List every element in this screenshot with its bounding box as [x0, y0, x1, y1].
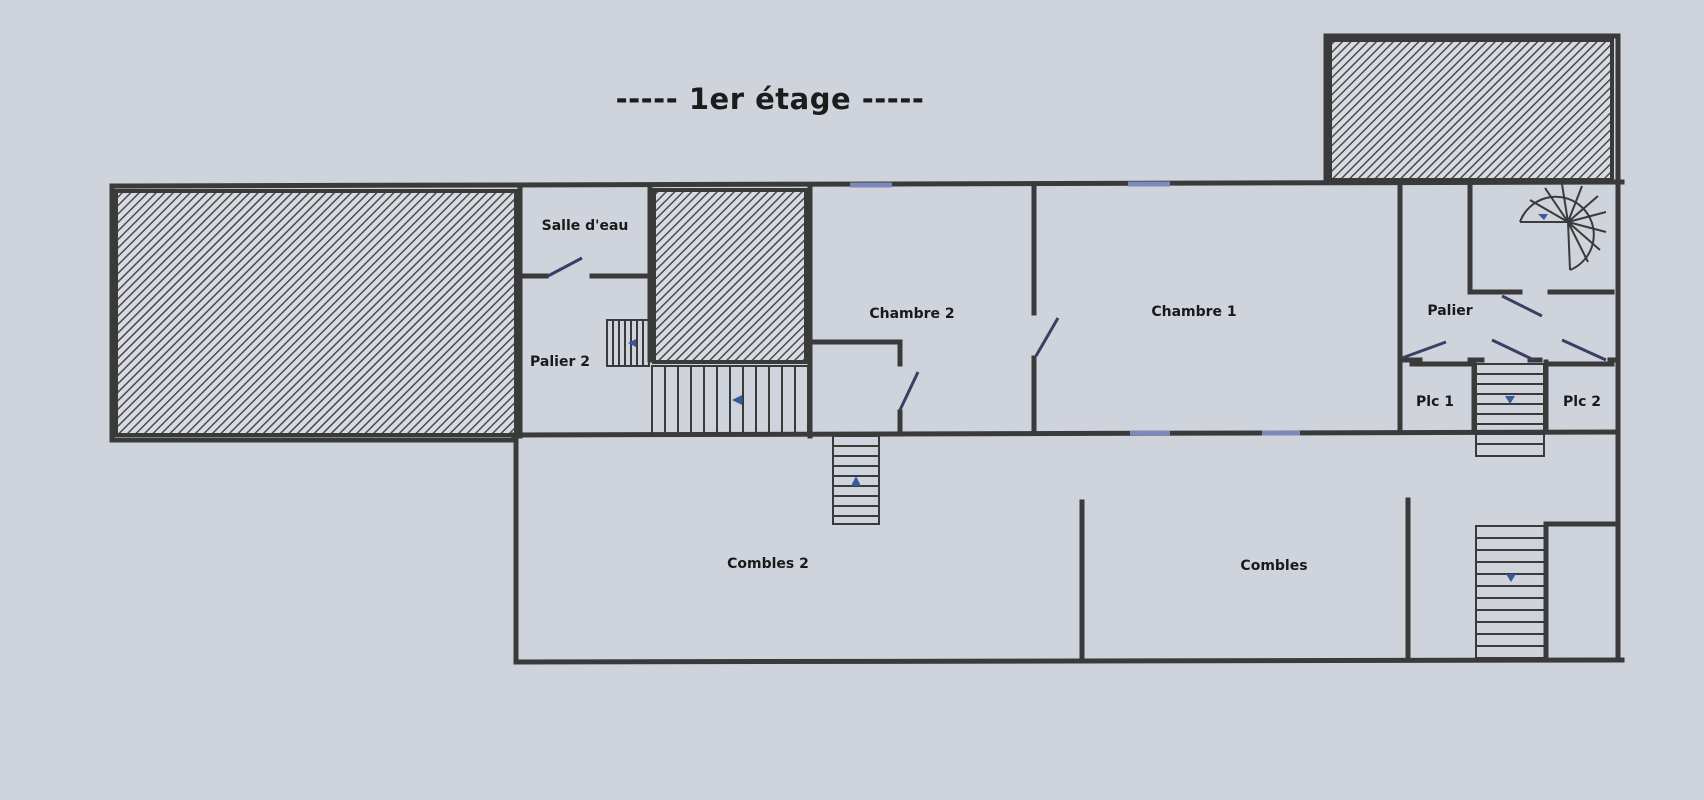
- hatched-void-center: [652, 188, 808, 364]
- room-label-plc-1: Plc 1: [1416, 394, 1454, 410]
- room-label-plc-2: Plc 2: [1563, 394, 1601, 410]
- spiral-staircase: [1519, 183, 1607, 271]
- arrow-down-icon: [1506, 574, 1516, 582]
- room-label-chambre-1: Chambre 1: [1151, 304, 1237, 320]
- doors: [547, 256, 1607, 411]
- arrow-up-icon: [851, 476, 861, 486]
- hatched-void-top-right: [1328, 38, 1614, 182]
- room-label-palier-2: Palier 2: [530, 354, 590, 370]
- stairs: [606, 319, 1547, 659]
- floor-title: ----- 1er étage -----: [615, 82, 925, 116]
- hatched-void-left: [114, 189, 518, 437]
- windows: [850, 181, 1300, 436]
- arrow-down-icon: [1505, 396, 1515, 404]
- room-label-salle-deau: Salle d'eau: [541, 218, 629, 234]
- room-label-combles: Combles: [1240, 558, 1308, 574]
- room-label-combles-2: Combles 2: [727, 556, 809, 572]
- room-label-palier: Palier: [1427, 303, 1473, 319]
- room-label-chambre-2: Chambre 2: [869, 306, 955, 322]
- arrow-down-icon: [1538, 214, 1548, 220]
- stair-arrows: [628, 214, 1548, 582]
- arrow-left-icon: [732, 395, 742, 405]
- arrow-left-icon: [628, 339, 636, 347]
